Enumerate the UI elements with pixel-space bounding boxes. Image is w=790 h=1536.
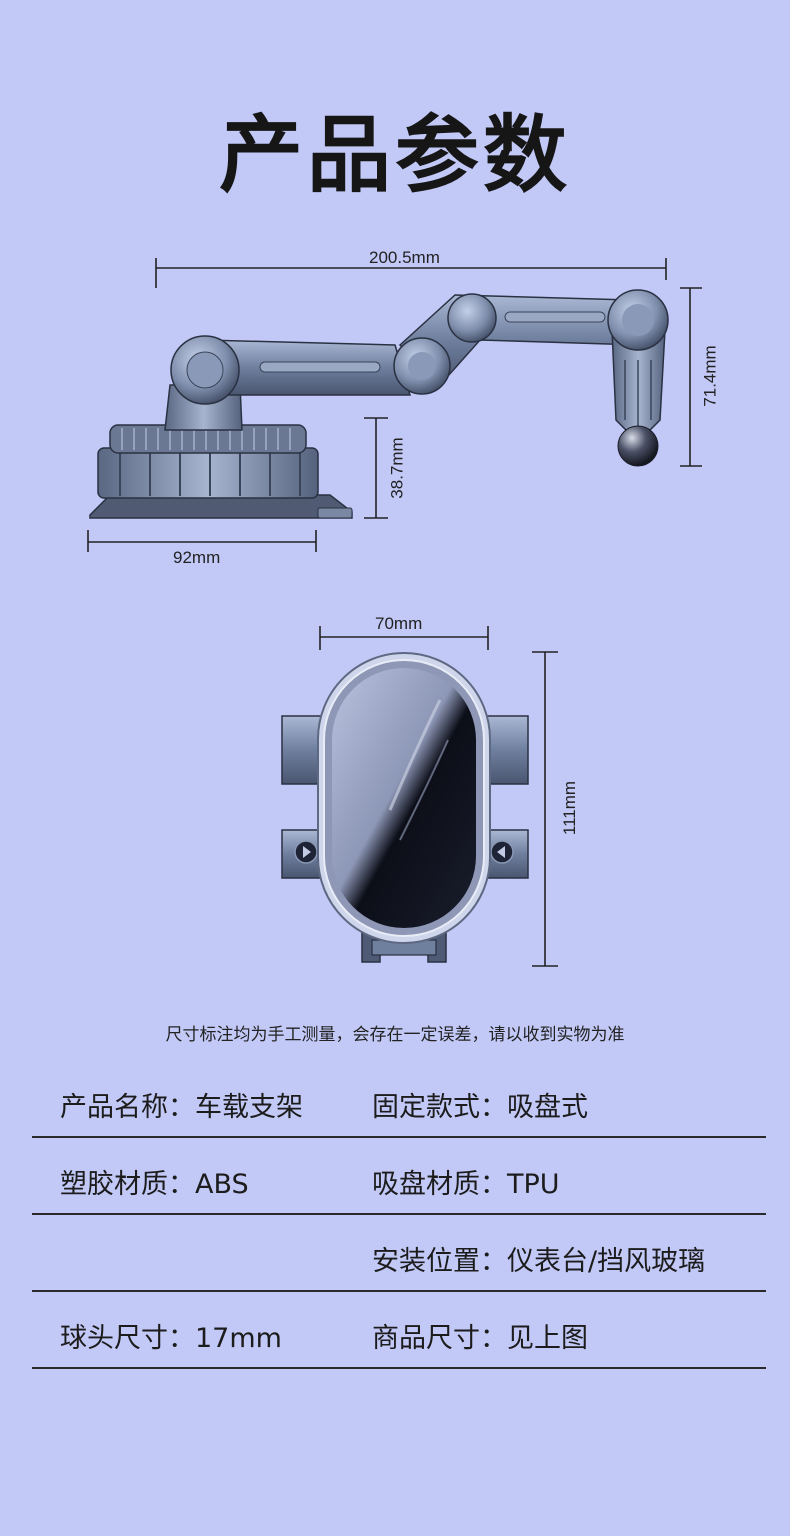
spec-ball-size: 球头尺寸：17mm — [60, 1323, 282, 1354]
dimension-total-width: 200.5mm — [369, 248, 440, 267]
dimension-base-height: 38.7mm — [387, 437, 407, 499]
spec-install-location: 安装位置：仪表台/挡风玻璃 — [372, 1246, 706, 1277]
spec-mount-type: 固定款式：吸盘式 — [372, 1092, 588, 1123]
spec-row: 塑胶材质：ABS 吸盘材质：TPU — [32, 1138, 766, 1215]
measurement-note: 尺寸标注均为手工测量，会存在一定误差，请以收到实物为准 — [165, 1025, 625, 1045]
dimension-lines-top — [87, 258, 702, 552]
dimension-arm-height: 71.4mm — [700, 345, 720, 407]
dimension-base-width: 92mm — [173, 548, 221, 567]
product-diagram — [87, 258, 702, 967]
dimension-holder-width: 70mm — [375, 614, 423, 633]
car-mount-side-illustration — [89, 289, 669, 519]
spec-product-name: 产品名称：车载支架 — [60, 1092, 303, 1123]
dimension-lines-bottom — [319, 626, 558, 967]
page-title: 产品参数 — [218, 106, 571, 204]
spec-row: 安装位置：仪表台/挡风玻璃 — [32, 1215, 766, 1292]
spec-table: 产品名称：车载支架 固定款式：吸盘式 塑胶材质：ABS 吸盘材质：TPU 安装位… — [32, 1070, 766, 1369]
spec-row: 产品名称：车载支架 固定款式：吸盘式 — [32, 1070, 766, 1138]
spec-row: 球头尺寸：17mm 商品尺寸：见上图 — [32, 1292, 766, 1369]
spec-product-size: 商品尺寸：见上图 — [372, 1323, 588, 1354]
spec-plastic-material: 塑胶材质：ABS — [60, 1169, 249, 1200]
dimension-holder-height: 111mm — [560, 780, 580, 836]
spec-suction-material: 吸盘材质：TPU — [372, 1169, 560, 1200]
phone-holder-front-illustration — [281, 652, 529, 963]
